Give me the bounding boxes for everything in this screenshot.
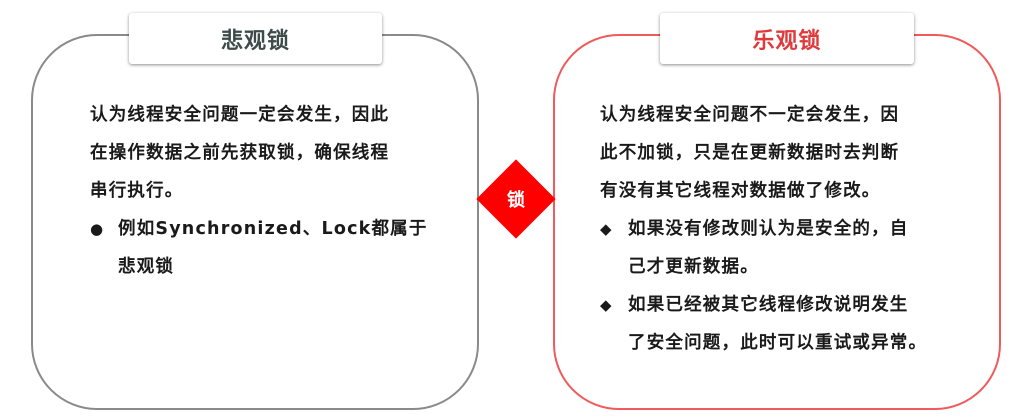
bullet-item: ● 例如Synchronized、Lock都属于 悲观锁 <box>90 210 435 286</box>
bullet-line: 如果已经被其它线程修改说明发生 <box>628 295 909 315</box>
bullet-line: 例如Synchronized、Lock都属于 <box>118 219 428 239</box>
bullet-item: ◆ 如果没有修改则认为是安全的，自 己才更新数据。 <box>600 210 960 286</box>
description-line: 此不加锁，只是在更新数据时去判断 <box>600 143 900 163</box>
optimistic-lock-card <box>553 34 1001 410</box>
description-line: 有没有其它线程对数据做了修改。 <box>600 181 881 201</box>
lock-diamond-badge: 锁 <box>476 159 556 239</box>
description-line: 认为线程安全问题不一定会发生，因 <box>600 105 900 125</box>
diamond-bullet-icon: ◆ <box>600 220 613 238</box>
optimistic-lock-title: 乐观锁 <box>660 13 914 64</box>
description-line: 认为线程安全问题一定会发生，因此 <box>90 105 390 125</box>
bullet-line: 了安全问题，此时可以重试或异常。 <box>628 333 928 353</box>
pessimistic-lock-description: 认为线程安全问题一定会发生，因此 在操作数据之前先获取锁，确保线程 串行执行。 … <box>90 96 435 286</box>
lock-label: 锁 <box>507 190 525 211</box>
pessimistic-lock-title: 悲观锁 <box>129 13 382 64</box>
bullet-item: ◆ 如果已经被其它线程修改说明发生 了安全问题，此时可以重试或异常。 <box>600 286 960 362</box>
bullet-line: 如果没有修改则认为是安全的，自 <box>628 219 909 239</box>
bullet-line: 悲观锁 <box>118 257 175 277</box>
optimistic-lock-description: 认为线程安全问题不一定会发生，因 此不加锁，只是在更新数据时去判断 有没有其它线… <box>600 96 960 362</box>
circle-bullet-icon: ● <box>90 220 105 238</box>
pessimistic-lock-card <box>31 34 479 410</box>
description-line: 串行执行。 <box>90 181 184 201</box>
diamond-bullet-icon: ◆ <box>600 296 613 314</box>
description-line: 在操作数据之前先获取锁，确保线程 <box>90 143 390 163</box>
bullet-line: 己才更新数据。 <box>628 257 759 277</box>
